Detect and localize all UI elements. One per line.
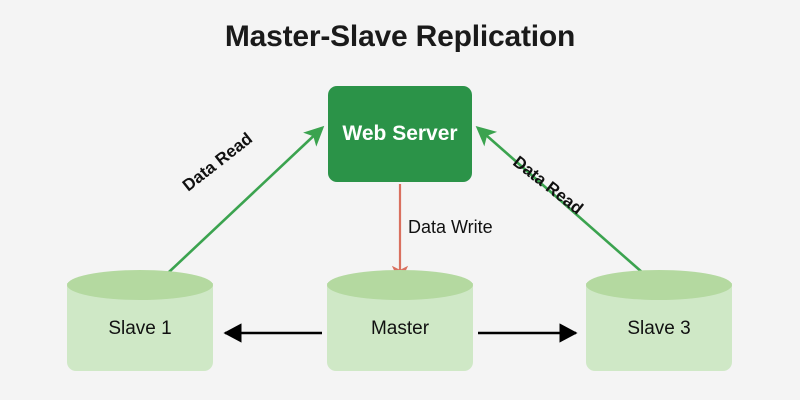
node-web-server[interactable]: Web Server bbox=[328, 86, 472, 182]
node-slave-3-label: Slave 3 bbox=[627, 318, 691, 339]
node-slave-1-label: Slave 1 bbox=[108, 318, 172, 339]
node-master-label: Master bbox=[370, 318, 430, 339]
node-slave-3[interactable]: Slave 3 bbox=[586, 270, 732, 376]
edge-label-data-write: Data Write bbox=[408, 217, 493, 237]
page-title: Master-Slave Replication bbox=[224, 20, 576, 53]
node-web-server-label: Web Server bbox=[342, 122, 458, 145]
edge-data-read-right bbox=[475, 125, 661, 289]
node-master[interactable]: Master bbox=[327, 270, 473, 376]
edge-data-read-left bbox=[151, 125, 325, 289]
cylinder-top-ellipse bbox=[586, 270, 732, 300]
node-slave-1[interactable]: Slave 1 bbox=[67, 270, 213, 376]
cylinder-top-ellipse bbox=[67, 270, 213, 300]
cylinder-top-ellipse bbox=[327, 270, 473, 300]
